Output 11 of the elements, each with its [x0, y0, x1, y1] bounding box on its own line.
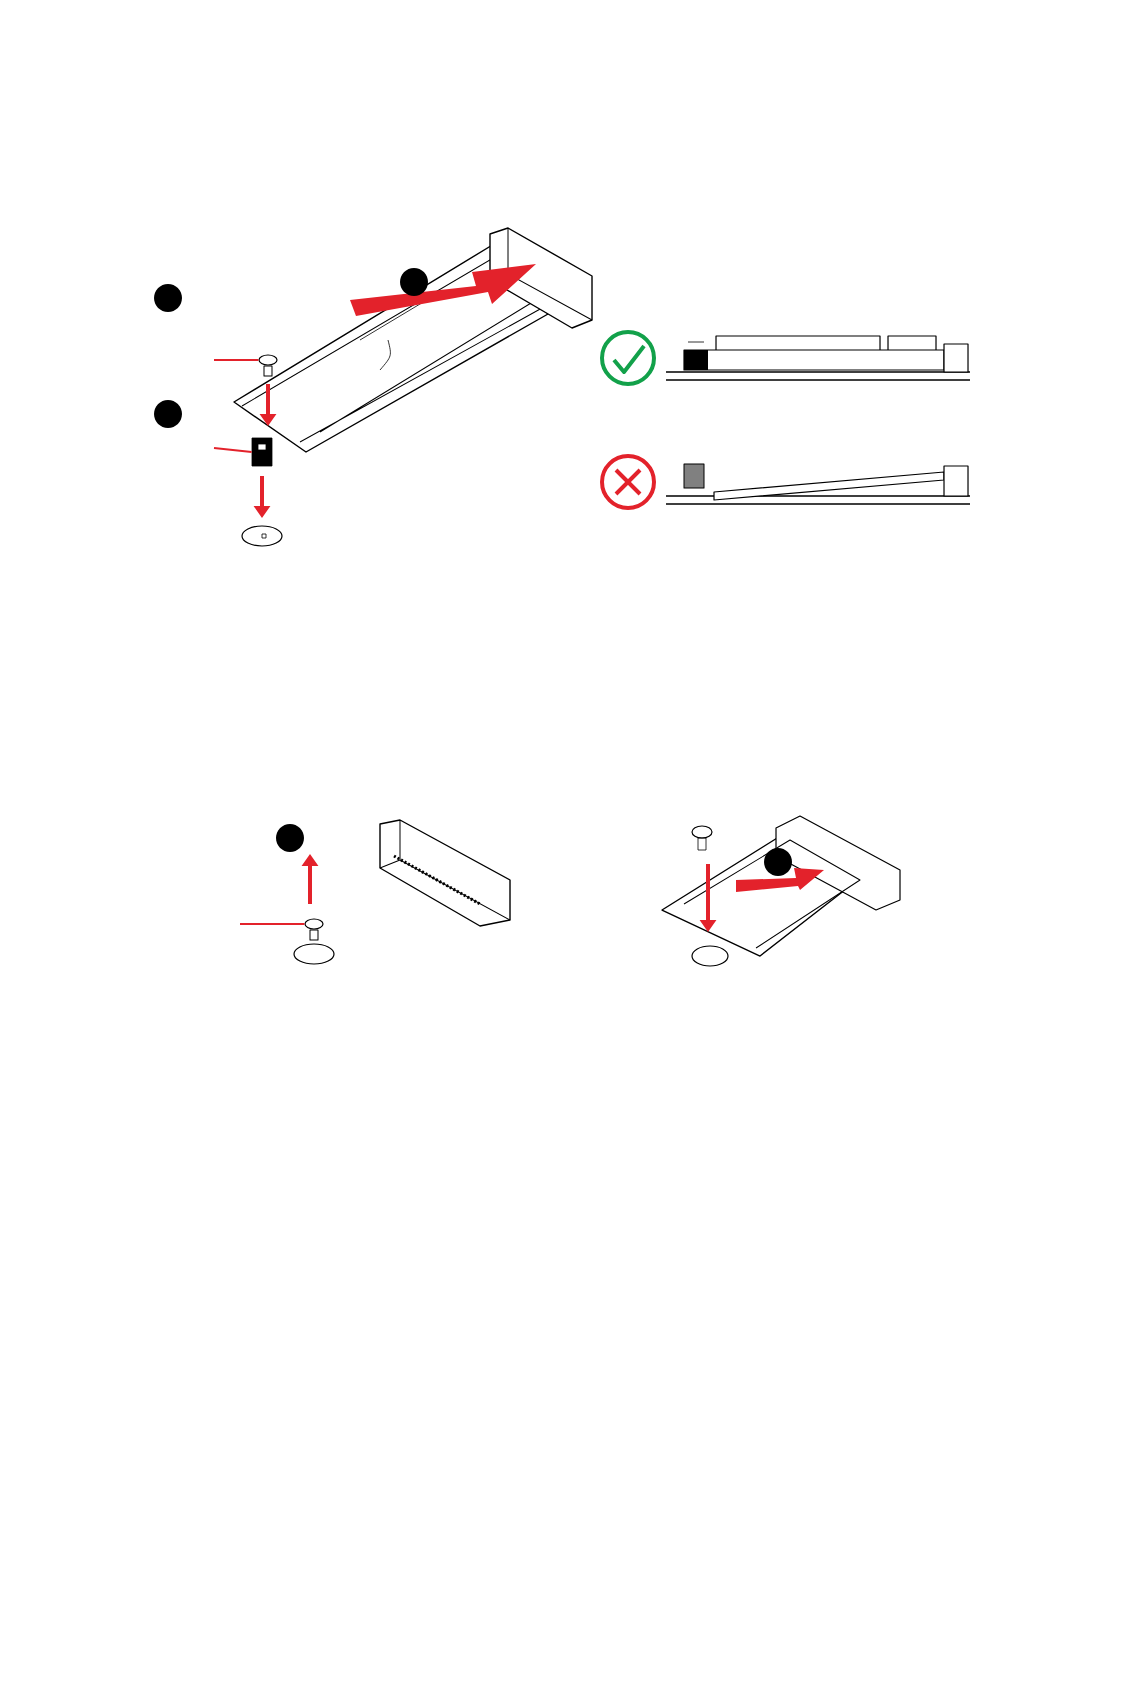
- callout-dot: [154, 284, 182, 312]
- standoff: [251, 437, 273, 467]
- callout-dot: [154, 400, 182, 428]
- leader-line: [239, 923, 306, 925]
- callout-dot: [276, 824, 304, 852]
- screw: [258, 354, 278, 377]
- screw: [304, 918, 324, 941]
- leader-line: [213, 447, 253, 453]
- callout-dot: [400, 268, 428, 296]
- callout-dot: [764, 848, 792, 876]
- leader-line: [213, 359, 260, 361]
